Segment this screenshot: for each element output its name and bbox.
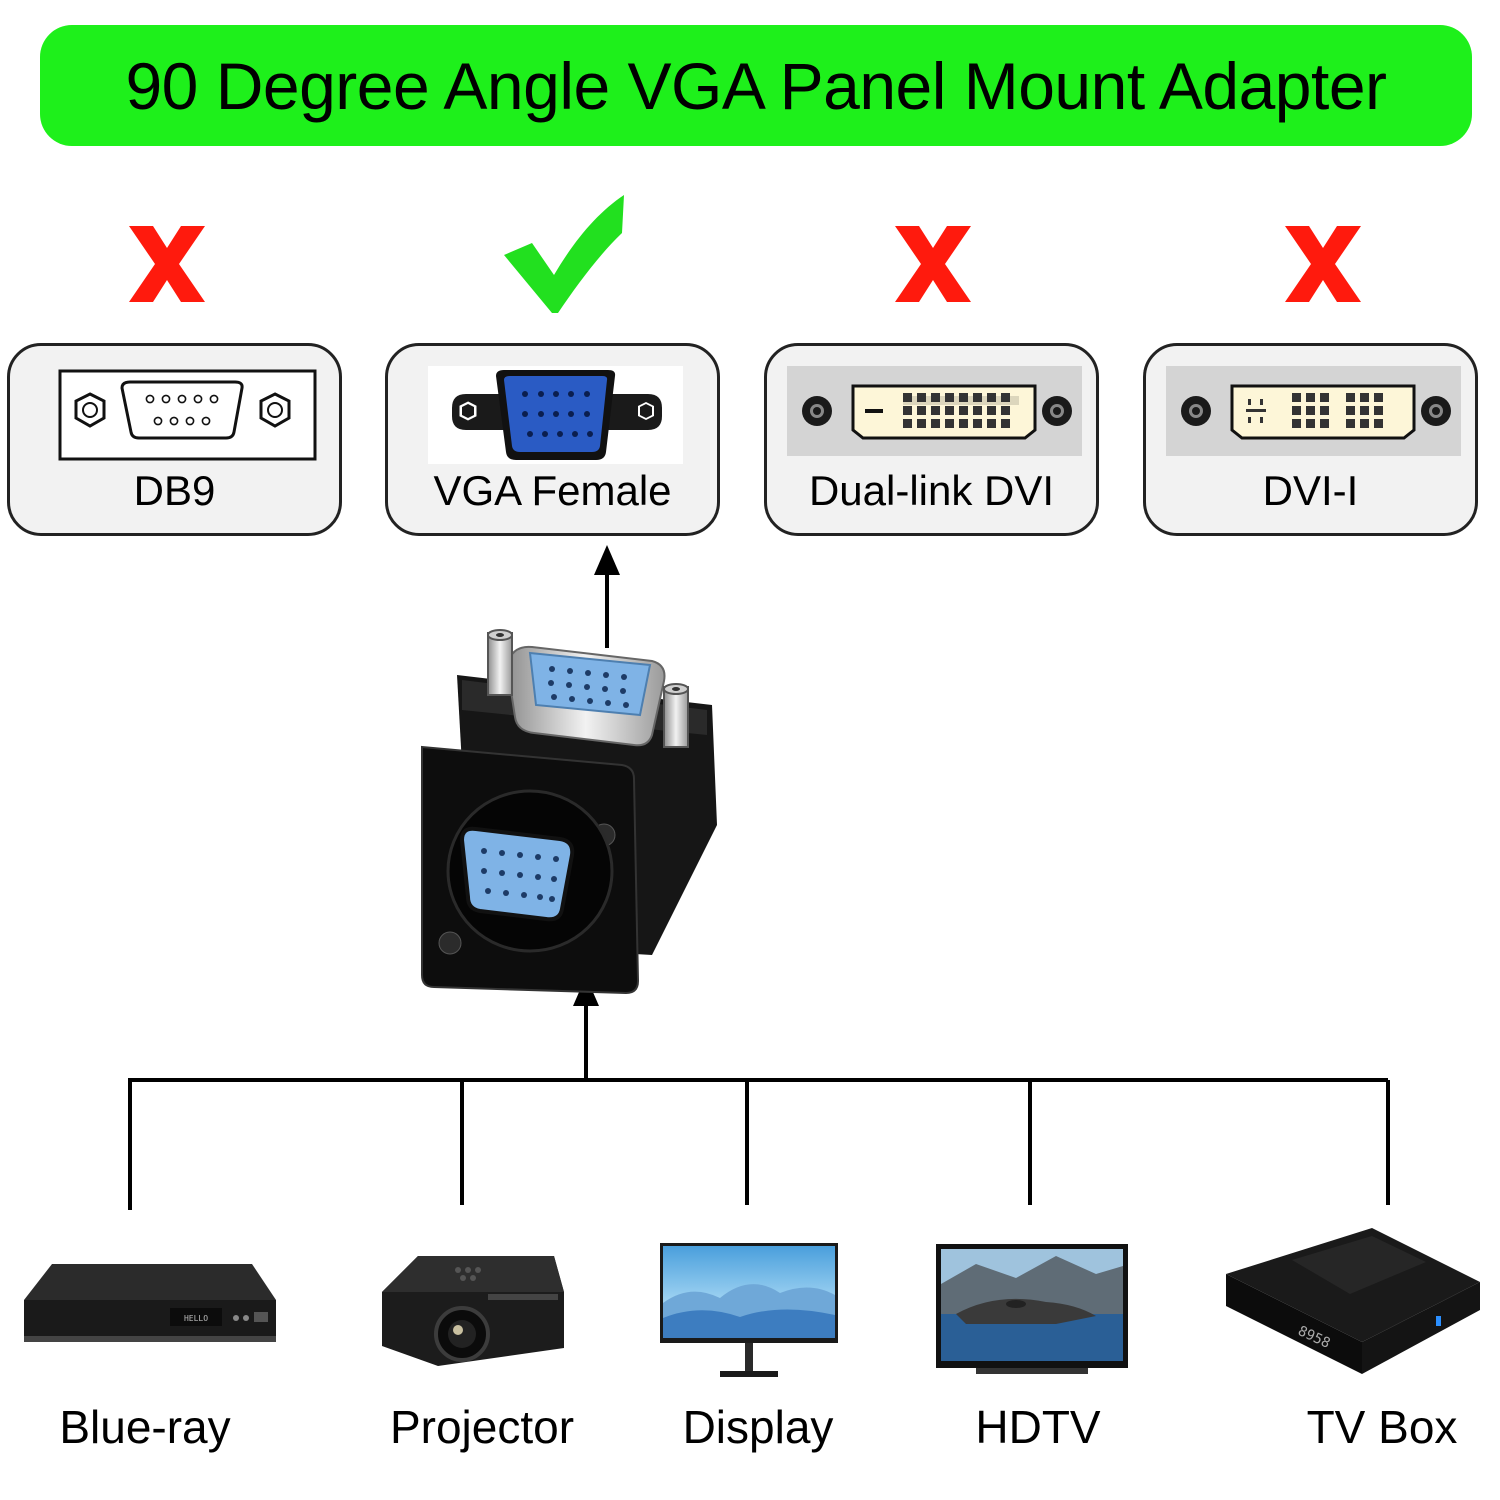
dvi-pin: [1374, 419, 1383, 428]
dvi-pin: [973, 406, 982, 415]
dvi-pin: [1346, 406, 1355, 415]
dvi-pin: [1306, 419, 1315, 428]
db9-port-icon: [58, 369, 317, 461]
dvi-pin: [1001, 406, 1010, 415]
connector-card-vga-female: VGA Female: [385, 343, 720, 536]
dvi-pin: [959, 393, 968, 402]
red-x-icon: [895, 226, 971, 302]
device-label: Display: [682, 1401, 834, 1453]
dvi-pin: [1374, 393, 1383, 402]
dvi-pin: [1320, 419, 1329, 428]
dvi-pin: [1306, 406, 1315, 415]
dvi-pin: [1360, 406, 1369, 415]
dvi-pin: [945, 406, 954, 415]
arrow-head-up-icon: [594, 545, 620, 575]
dvi-pin: [1360, 393, 1369, 402]
vga-female-port-icon: [428, 366, 683, 464]
blu-ray-player-icon: HELLO: [24, 1264, 276, 1342]
dvi-pin: [917, 393, 926, 402]
connector-label: Dual-link DVI: [808, 467, 1055, 514]
dvi-pin: [973, 419, 982, 428]
dvi-pin: [1374, 406, 1383, 415]
connector-card-dvi-i: DVI-I: [1143, 343, 1478, 536]
dvi-pin: [903, 419, 912, 428]
connector-label: VGA Female: [433, 467, 672, 514]
dvi-pin: [903, 406, 912, 415]
dvi-pin: [959, 406, 968, 415]
dvi-pin: [945, 393, 954, 402]
dual-link-dvi-port-icon: [787, 366, 1082, 456]
green-check-icon: [504, 195, 624, 313]
dvi-pin: [1320, 406, 1329, 415]
dvi-pin: [987, 419, 996, 428]
device-label: Blue-ray: [59, 1401, 231, 1453]
dvi-pin: [959, 419, 968, 428]
dvi-pin: [1001, 419, 1010, 428]
dvi-pin: [917, 419, 926, 428]
dvi-pin: [1346, 393, 1355, 402]
dvi-pin: [987, 406, 996, 415]
player-display-text: HELLO: [184, 1314, 208, 1323]
dvi-pin: [1292, 406, 1301, 415]
device-label: HDTV: [975, 1401, 1101, 1453]
dvi-pin: [945, 419, 954, 428]
dvi-pin: [917, 406, 926, 415]
dvi-pin: [1292, 419, 1301, 428]
projector-icon: [382, 1256, 564, 1366]
connector-label: DB9: [133, 467, 216, 514]
dvi-pin: [931, 406, 940, 415]
dvi-pin: [1306, 393, 1315, 402]
connector-label: DVI-I: [1262, 467, 1359, 514]
vga-adapter-product-icon: [421, 629, 717, 995]
device-label: TV Box: [1306, 1401, 1458, 1453]
monitor-icon: [660, 1243, 838, 1377]
dvi-pin: [931, 419, 940, 428]
page-title: 90 Degree Angle VGA Panel Mount Adapter: [125, 48, 1387, 123]
title-banner: 90 Degree Angle VGA Panel Mount Adapter: [40, 25, 1472, 146]
connector-card-dual-link-dvi: Dual-link DVI: [764, 343, 1099, 536]
dvi-pin: [931, 393, 940, 402]
dvi-pin: [903, 393, 912, 402]
dvi-pin: [1001, 393, 1010, 402]
dvi-pin: [987, 393, 996, 402]
tv-icon: [936, 1244, 1128, 1374]
dvi-pin: [1320, 393, 1329, 402]
tv-box-icon: 8958: [1226, 1228, 1480, 1374]
dvi-pin: [973, 393, 982, 402]
dvi-pin: [1346, 419, 1355, 428]
dvi-pin: [1292, 393, 1301, 402]
red-x-icon: [129, 226, 205, 302]
connector-card-db9: DB9: [7, 343, 342, 536]
red-x-icon: [1285, 226, 1361, 302]
dvi-i-port-icon: [1166, 366, 1461, 456]
device-label: Projector: [389, 1401, 575, 1453]
dvi-pin: [1360, 419, 1369, 428]
